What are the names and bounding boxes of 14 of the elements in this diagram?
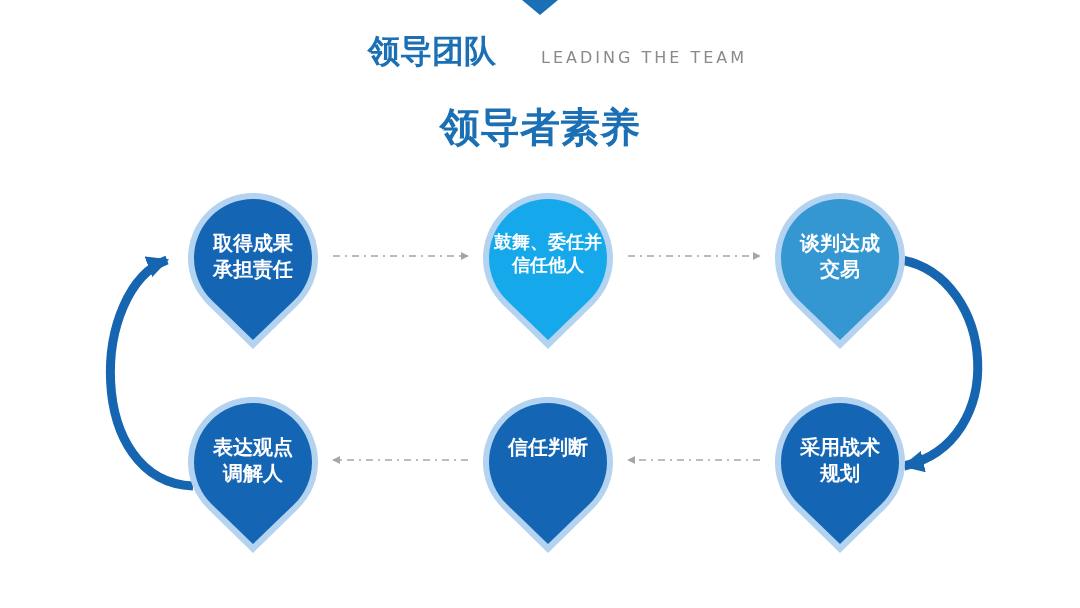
arrow [332, 252, 469, 260]
pin-marker: 采用战术规划 [774, 396, 906, 554]
title: 领导者素养 [438, 103, 641, 152]
arrow [106, 256, 194, 491]
pin-marker: 鼓舞、委任并信任他人 [482, 192, 614, 350]
pin-marker: 信任判断 [482, 396, 614, 554]
pin-marker: 取得成果承担责任 [187, 192, 319, 350]
section-heading: 领导团队 [368, 31, 496, 72]
pin-marker: 谈判达成交易 [774, 192, 906, 350]
arrow [627, 252, 761, 260]
section-subheading: LEADING THE TEAM [541, 48, 748, 67]
arrow [627, 456, 761, 464]
pin-marker: 表达观点调解人 [187, 396, 319, 554]
arrow [332, 456, 469, 464]
